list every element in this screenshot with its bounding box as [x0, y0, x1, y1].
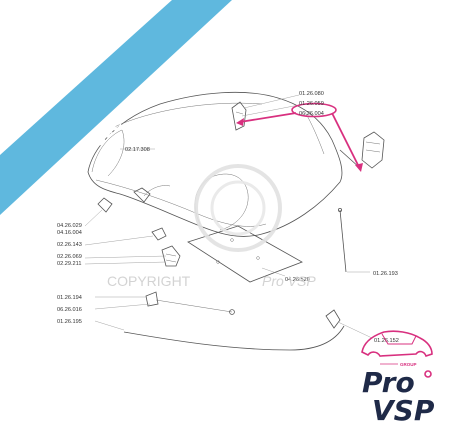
- site-banner: pro-piece-vsp.com: [0, 0, 232, 215]
- logo-dot-icon: [424, 370, 432, 378]
- part-label-02-26-143: 02.26.143: [57, 242, 82, 248]
- logo-vsp-text: VSP: [372, 394, 435, 427]
- part-label-02-29-211: 02.29.211: [57, 261, 81, 267]
- logo-pro-text: Pro: [362, 366, 415, 399]
- part-label-01-26-195: 01.26.195: [57, 319, 82, 325]
- part-label-06-26-016: 06.26.016: [57, 307, 82, 313]
- highlight-callout: [236, 102, 363, 172]
- pro-vsp-logo: GROUP Pro VSP: [361, 330, 435, 427]
- watermark: COPYRIGHT Pro VSP: [107, 164, 316, 289]
- part-label-02-17-308: 02.17.308: [125, 147, 150, 153]
- release-mechanism: [123, 291, 345, 351]
- part-label-01-26-194: 01.26.194: [57, 295, 82, 301]
- bonnet-drawing: [87, 91, 343, 237]
- insulation-pad: [187, 225, 303, 283]
- watermark-copyright: COPYRIGHT: [107, 273, 191, 289]
- part-label-01-26-059: 01.26.059: [299, 101, 324, 107]
- part-label-04-16-004: 04.16.004: [57, 230, 82, 236]
- leader-lines: [84, 94, 373, 339]
- support-rod: [337, 207, 347, 273]
- logo-group-text: GROUP: [400, 362, 417, 367]
- part-label-01-26-193: 01.26.193: [373, 271, 398, 277]
- part-label-02-26-069: 02.26.069: [57, 254, 82, 260]
- part-label-04-26-029: 04.26.029: [57, 223, 82, 229]
- right-hinge: [339, 131, 385, 169]
- hood-latch: [151, 227, 181, 267]
- left-hinge: [231, 101, 247, 131]
- watermark-script: Pro VSP: [262, 273, 316, 289]
- hood-bumpers: [97, 187, 151, 213]
- part-label-06-26-004: 06.26.004: [299, 111, 324, 117]
- part-label-01-26-080: 01.26.080: [299, 91, 324, 97]
- part-label-04-26-520: 04.26.520: [285, 277, 310, 283]
- car-silhouette: [361, 330, 433, 357]
